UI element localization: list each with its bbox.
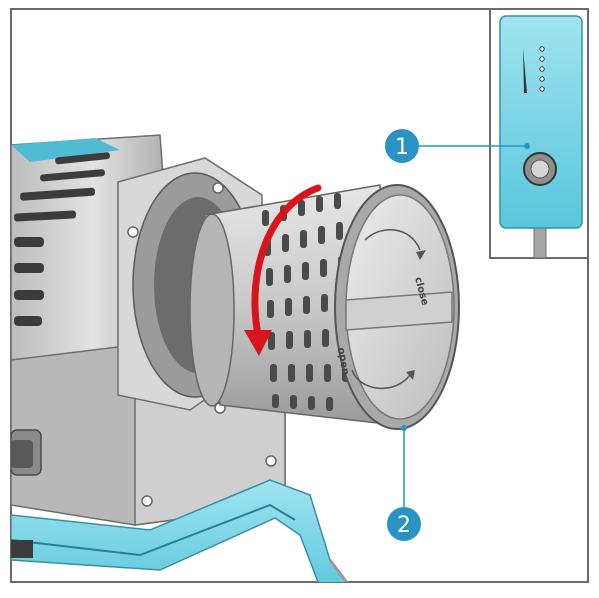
strainer-cap: close open (334, 184, 460, 430)
cap-label-open: open (335, 347, 351, 376)
rotation-arrow (251, 184, 322, 339)
indicator-dots-icon (539, 46, 545, 92)
callout-2-number: 2 (397, 513, 411, 538)
rotation-arrowhead (244, 330, 272, 356)
callout-2: 2 (387, 425, 421, 541)
callout-1: 1 (385, 129, 530, 163)
switch-inset (489, 8, 589, 259)
switch-box (499, 15, 583, 229)
cable-gland (11, 429, 42, 476)
cable (533, 224, 547, 259)
callout-1-number: 1 (395, 135, 409, 160)
base-frame (11, 479, 349, 582)
level-indicator-icon (523, 48, 527, 93)
